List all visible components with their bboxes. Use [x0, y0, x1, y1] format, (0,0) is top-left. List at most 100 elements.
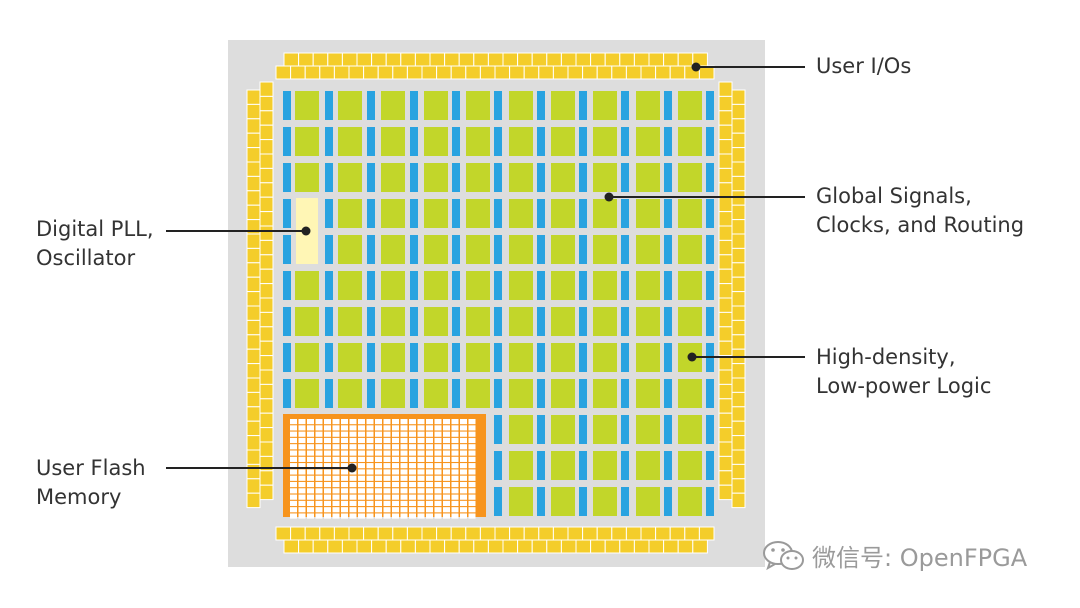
io-cell: [663, 539, 679, 554]
flash-cell: [434, 488, 442, 494]
io-cell: [356, 539, 373, 554]
flash-cell: [358, 500, 365, 507]
routing-channel: [579, 91, 587, 120]
io-cell: [283, 539, 300, 554]
flash-cell: [417, 463, 425, 469]
logic-block: [551, 343, 575, 372]
logic-block: [636, 199, 660, 228]
flash-cell: [426, 481, 433, 488]
flash-cell: [392, 450, 399, 456]
logic-block: [295, 91, 319, 120]
wechat-icon: [763, 540, 804, 570]
flash-cell: [358, 444, 365, 450]
flash-cell: [290, 463, 297, 469]
logic-block: [381, 199, 405, 228]
flash-cell: [290, 488, 297, 494]
io-cell: [731, 276, 746, 293]
routing-channel: [367, 343, 375, 372]
flash-cell: [417, 450, 425, 456]
io-cell: [731, 334, 746, 350]
routing-channel: [410, 307, 418, 336]
flash-cell: [392, 463, 399, 469]
flash-cell: [400, 450, 408, 456]
flash-cell: [443, 456, 450, 462]
flash-cell: [298, 481, 306, 488]
flash-cell: [434, 494, 442, 500]
flash-cell: [298, 437, 306, 444]
logic-block: [636, 235, 660, 264]
routing-channel: [579, 163, 587, 192]
flash-cell: [307, 425, 314, 431]
routing-channel: [664, 91, 672, 120]
routing-channel: [494, 307, 502, 336]
io-cell: [531, 52, 548, 67]
flash-cell: [460, 475, 467, 481]
leader-global-signals-dot: [604, 192, 614, 202]
flash-cell: [315, 437, 323, 444]
flash-cell: [443, 444, 450, 450]
flash-cell: [417, 437, 425, 444]
flash-cell: [468, 513, 476, 519]
flash-cell: [324, 425, 331, 431]
io-cell: [246, 204, 261, 221]
io-cell: [246, 147, 261, 163]
flash-cell: [434, 513, 442, 519]
io-cell: [246, 291, 261, 307]
routing-channel: [664, 379, 672, 408]
io-cell: [718, 427, 733, 443]
flash-cell: [417, 494, 425, 500]
flash-cell: [290, 513, 297, 519]
io-cell: [246, 334, 261, 350]
routing-channel: [410, 235, 418, 264]
logic-block: [295, 271, 319, 300]
flash-cell: [324, 500, 331, 507]
io-cell: [718, 326, 733, 342]
flash-cell: [434, 456, 442, 462]
io-cell: [246, 463, 261, 480]
flash-cell: [307, 488, 314, 494]
flash-cell: [409, 507, 416, 513]
flash-cell: [468, 475, 476, 481]
routing-channel: [579, 379, 587, 408]
flash-cell: [409, 481, 416, 488]
io-cell: [246, 132, 261, 149]
flash-cell: [468, 450, 476, 456]
flash-cell: [290, 444, 297, 450]
flash-cell: [332, 469, 340, 475]
flash-cell: [290, 419, 297, 425]
flash-cell: [375, 488, 382, 494]
flash-cell: [417, 456, 425, 462]
logic-block: [509, 307, 533, 336]
routing-channel: [452, 163, 460, 192]
logic-block: [636, 271, 660, 300]
flash-cell: [341, 419, 348, 425]
routing-channel: [579, 487, 587, 516]
io-cell: [648, 539, 665, 554]
flash-cell: [434, 481, 442, 488]
flash-cell: [290, 469, 297, 475]
label-user-flash-memory: User Flash Memory: [36, 456, 146, 509]
io-cell: [677, 52, 694, 67]
flash-cell: [434, 463, 442, 469]
io-cell: [731, 233, 746, 249]
io-cell: [298, 52, 314, 67]
logic-block: [593, 379, 617, 408]
flash-cell: [366, 431, 374, 437]
flash-cell: [383, 444, 391, 450]
logic-block: [551, 163, 575, 192]
io-cell: [246, 305, 261, 321]
io-cell: [731, 478, 746, 494]
io-cell: [436, 526, 452, 541]
io-cell: [246, 406, 261, 422]
logic-block: [593, 199, 617, 228]
flash-cell: [375, 431, 382, 437]
flash-cell: [383, 456, 391, 462]
io-cell: [436, 65, 452, 80]
io-ring-bottom: [275, 526, 715, 554]
flash-cell: [290, 494, 297, 500]
flash-cell: [324, 513, 331, 519]
logic-block: [678, 379, 702, 408]
io-cell: [611, 526, 627, 541]
io-cell: [731, 118, 746, 134]
io-cell: [663, 52, 679, 67]
